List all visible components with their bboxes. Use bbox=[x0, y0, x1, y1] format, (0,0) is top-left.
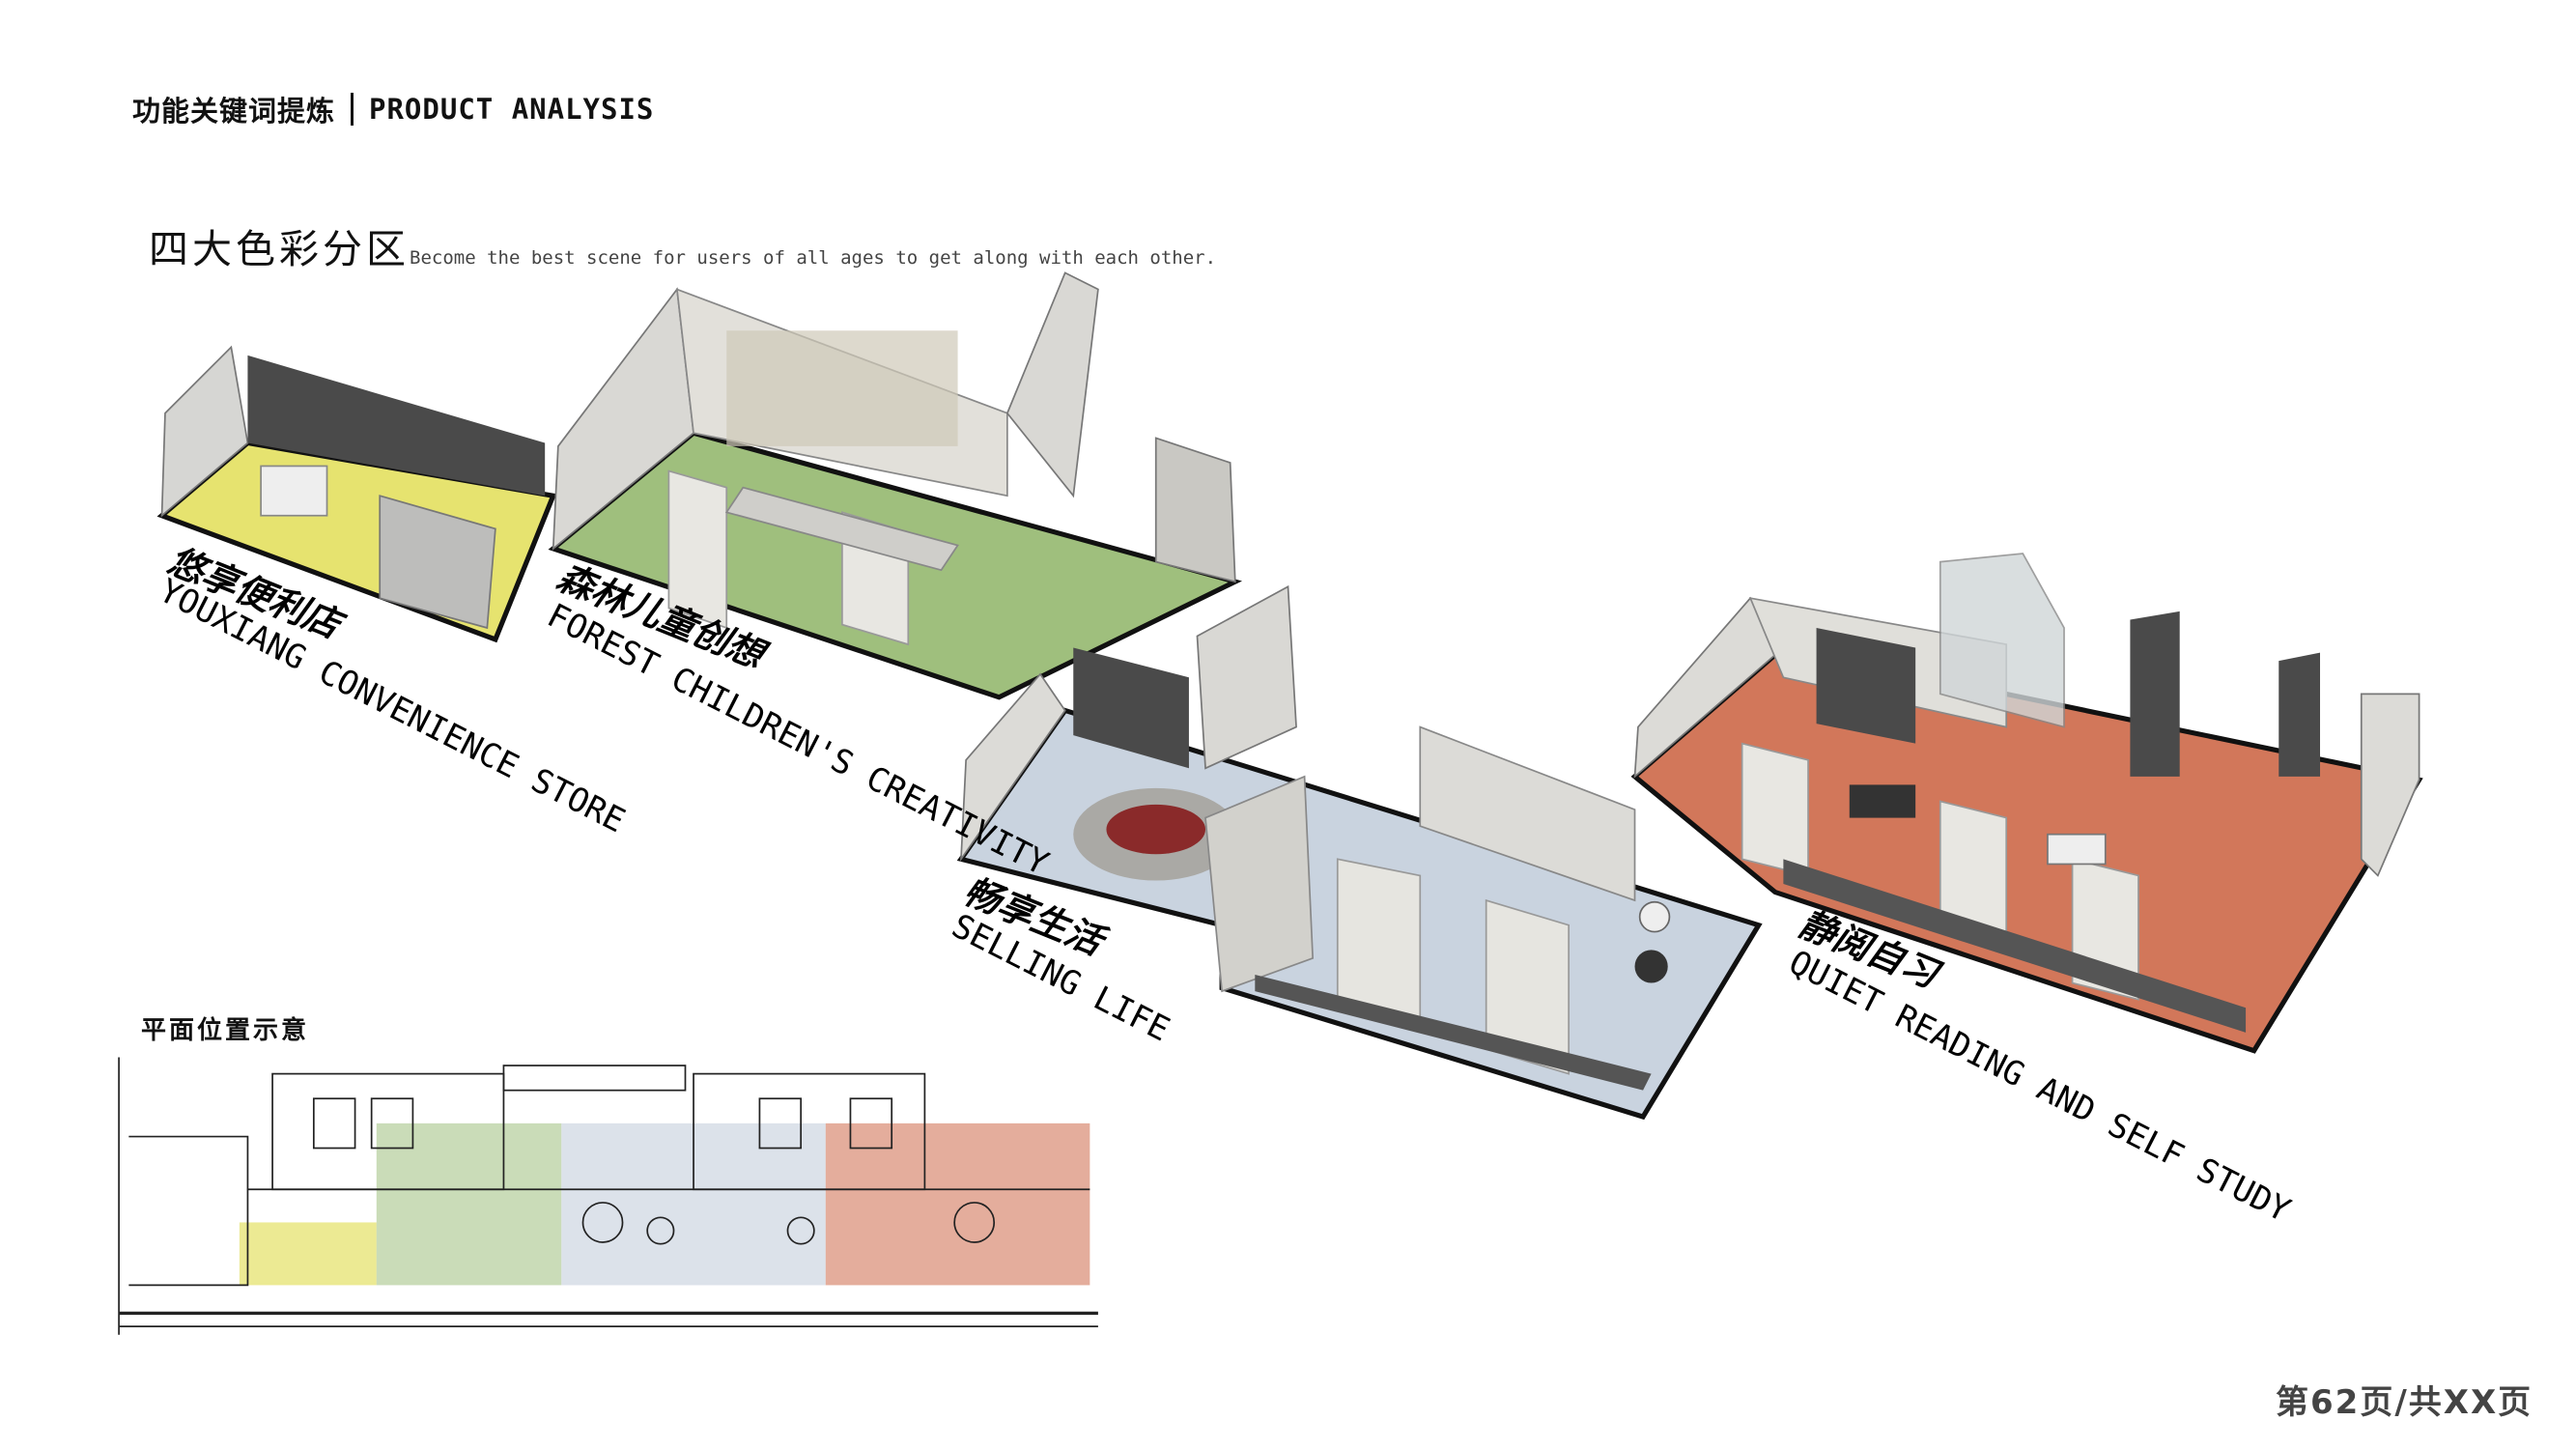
header-divider bbox=[351, 93, 354, 126]
section-title: 四大色彩分区 Become the best scene for users o… bbox=[149, 216, 1216, 274]
zone-forest-children bbox=[548, 271, 1243, 700]
zone-selling-life bbox=[956, 584, 1763, 1121]
floor-plan bbox=[118, 1057, 1098, 1335]
zone-quiet-reading bbox=[1630, 553, 2423, 1054]
floor-plan-label: 平面位置示意 bbox=[141, 1016, 310, 1045]
section-title-cn: 四大色彩分区 bbox=[149, 226, 410, 272]
header-cn: 功能关键词提炼 bbox=[132, 95, 336, 128]
page-header: 功能关键词提炼 PRODUCT ANALYSIS bbox=[132, 89, 654, 129]
header-en: PRODUCT ANALYSIS bbox=[369, 93, 655, 126]
zone-convenience-store bbox=[156, 345, 557, 643]
section-subtitle: Become the best scene for users of all a… bbox=[410, 247, 1217, 269]
page-number: 第62页/共XX页 bbox=[2276, 1383, 2534, 1422]
